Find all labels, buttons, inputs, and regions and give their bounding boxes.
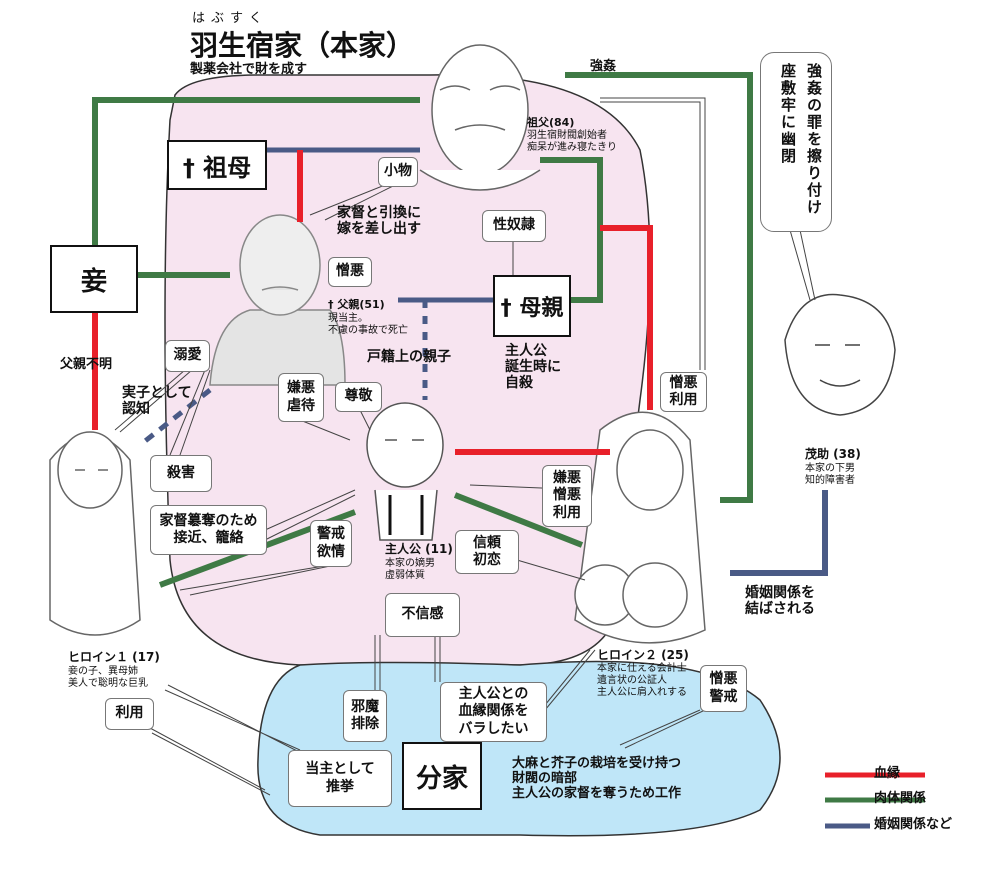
box-disgust-abuse: 嫌悪 虐待 — [278, 373, 324, 422]
branch-family-desc: 大麻と芥子の栽培を受け持つ 財閥の暗部 主人公の家督を奪うため工作 — [512, 756, 682, 801]
grandfather-name: 祖父(84) — [527, 116, 575, 129]
box-murder: 殺害 — [150, 455, 212, 492]
box-hatred-caution: 憎悪 警戒 — [700, 665, 747, 712]
label-unknown-father: 父親不明 — [60, 357, 113, 372]
legend-marriage: 婚姻関係など — [874, 817, 953, 832]
heroine1-figure — [49, 431, 141, 636]
father-desc: 現当主。 不慮の事故で死亡 — [328, 313, 408, 336]
title-ruby: はぶすく — [192, 11, 269, 26]
label-family-register: 戸籍上の親子 — [367, 349, 451, 365]
box-use: 利用 — [105, 698, 154, 730]
legend-physical: 肉体関係 — [874, 791, 927, 806]
label-trade: 家督と引換に 嫁を差し出す — [337, 205, 421, 238]
protagonist-desc: 本家の嫡男 虚弱体質 — [385, 558, 435, 581]
speech-col2: 座敷牢に幽閉 — [779, 63, 797, 165]
label-mother-suicide: 主人公 誕生時に 自殺 — [505, 343, 561, 392]
node-mother: † 母親 — [493, 275, 571, 337]
father-name: † 父親(51) — [328, 298, 385, 311]
legend-lines — [825, 772, 925, 829]
heroine2-desc: 本家に仕える会計士 遺言状の公証人 主人公に肩入れする — [597, 663, 687, 698]
page-title: 羽生宿家（本家） — [190, 29, 415, 62]
grandfather-figure — [419, 44, 541, 191]
speech-col1: 強姦の罪を擦り付け — [805, 63, 823, 216]
heroine2-figure — [574, 411, 706, 644]
speech-bubble-confinement: 強姦の罪を擦り付け 座敷牢に幽閉 — [760, 52, 832, 232]
grandfather-desc: 羽生宿財閥創始者 痴呆が進み寝たきり — [527, 130, 617, 153]
box-distrust: 不信感 — [385, 593, 460, 637]
box-trust-love: 信頼 初恋 — [455, 530, 519, 574]
mosuke-name: 茂助 (38) — [805, 447, 861, 461]
mosuke-desc: 本家の下男 知的障害者 — [805, 463, 855, 486]
label-rape: 強姦 — [590, 59, 617, 74]
box-respect: 尊敬 — [335, 382, 382, 412]
box-sex-slave: 性奴隷 — [482, 210, 546, 242]
heroine1-desc: 妾の子、異母姉 美人で聡明な巨乳 — [68, 666, 148, 689]
box-remove: 邪魔 排除 — [343, 690, 387, 742]
box-disgust-hatred-use: 嫌悪 憎悪 利用 — [542, 465, 592, 527]
node-branch-family: 分家 — [402, 742, 482, 810]
box-hatred: 憎悪 — [328, 257, 372, 287]
node-mistress: 妾 — [50, 245, 138, 313]
legend-blood: 血縁 — [874, 766, 901, 781]
box-recommend: 当主として 推挙 — [288, 750, 392, 807]
heroine2-name: ヒロイン２ (25) — [597, 648, 689, 662]
father-figure — [209, 214, 346, 386]
label-marriage-forced: 婚姻関係を 結ばされる — [745, 585, 815, 618]
box-reveal: 主人公との 血縁関係を バラしたい — [440, 682, 547, 742]
box-small-fry: 小物 — [378, 157, 418, 187]
protagonist-figure — [366, 402, 444, 541]
page-subtitle: 製薬会社で財を成す — [190, 62, 308, 77]
box-doting: 溺愛 — [165, 340, 210, 372]
heroine1-name: ヒロイン１ (17) — [68, 650, 160, 664]
protagonist-name: 主人公 (11) — [385, 542, 453, 556]
mosuke-figure — [784, 293, 896, 416]
box-hatred-use: 憎悪 利用 — [660, 372, 707, 412]
box-caution-lust: 警戒 欲情 — [310, 520, 352, 567]
box-usurp: 家督簒奪のため 接近、籠絡 — [150, 505, 267, 555]
label-acknowledge: 実子として 認知 — [122, 385, 192, 418]
node-grandmother: † 祖母 — [167, 140, 267, 190]
